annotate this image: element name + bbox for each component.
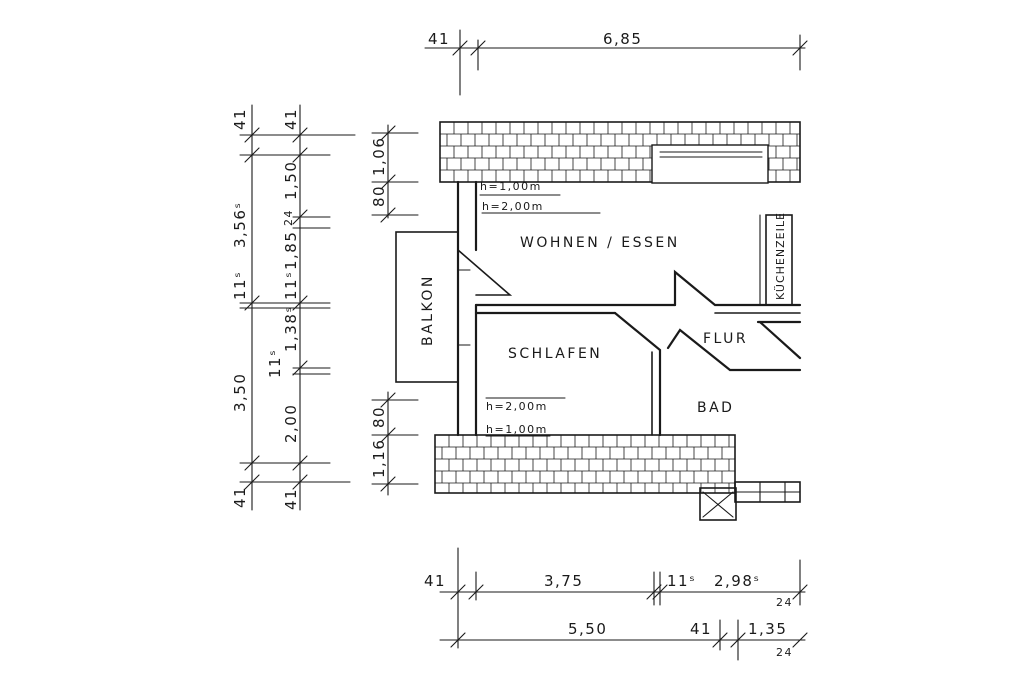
inner-dim-200: 2,00	[282, 404, 300, 443]
bottom-dim-298: 2,98ˢ	[714, 572, 761, 590]
wall-height-dims: 1,06 80 80 1,16	[370, 124, 419, 496]
height-note-lower-1: h=2,00m	[486, 400, 548, 413]
inner-dim-138: 1,38ˢ	[282, 306, 300, 353]
wall-dim-80-top: 80	[370, 185, 388, 207]
left-dim-41-bottom: 41	[231, 486, 249, 508]
room-labels: WOHNEN / ESSEN SCHLAFEN BAD FLUR BALKON …	[420, 212, 787, 416]
inner-dim-150: 1,50	[282, 161, 300, 200]
bottom-dim-135: 1,35	[748, 620, 787, 638]
room-label-kueche: KÜCHENZEILE	[774, 212, 787, 300]
wall-dim-80-bottom: 80	[370, 406, 388, 428]
height-note-upper-1: h=1,00m	[480, 180, 542, 193]
inner-dim-11-a: 11ˢ	[282, 271, 300, 300]
bottom-dimension-chains: 41 3,75 11ˢ 2,98ˢ 24 5,50 41 1,35 24	[424, 547, 808, 661]
top-dim-41: 41	[428, 30, 450, 48]
inner-dim-11-b: 11ˢ	[266, 349, 284, 378]
wall-dim-116: 1,16	[370, 439, 388, 478]
bottom-dim-550: 5,50	[568, 620, 607, 638]
bottom-dim-41: 41	[424, 572, 446, 590]
inner-dim-41-top: 41	[282, 108, 300, 130]
room-label-wohnen: WOHNEN / ESSEN	[520, 235, 680, 251]
inner-dim-24: 24	[282, 209, 295, 226]
bottom-dim-24-b: 24	[776, 646, 793, 659]
height-note-lower-2: h=1,00m	[486, 423, 548, 436]
balcony	[395, 231, 471, 383]
left-dim-350: 3,50	[231, 373, 249, 412]
inner-dim-185: 1,85	[282, 231, 300, 270]
height-note-upper-2: h=2,00m	[482, 200, 544, 213]
left-dim-356: 3,56ˢ	[231, 202, 249, 249]
bottom-dim-41-b: 41	[690, 620, 712, 638]
room-label-balkon: BALKON	[420, 274, 436, 346]
room-label-schlafen: SCHLAFEN	[508, 346, 602, 362]
roof-tiles-top	[439, 121, 801, 184]
bottom-dim-375: 3,75	[544, 572, 583, 590]
room-label-bad: BAD	[697, 400, 734, 416]
top-dimension-chain: 41 6,85	[424, 29, 808, 96]
left-dim-11-a: 11ˢ	[231, 271, 249, 300]
walls	[456, 180, 802, 437]
wall-dim-106: 1,06	[370, 137, 388, 176]
left-dim-41-top: 41	[231, 108, 249, 130]
height-notes: h=1,00m h=2,00m h=2,00m h=1,00m	[479, 180, 601, 437]
left-dimension-chains: 41 3,56ˢ 11ˢ 3,50 41 41 1,50 24 1,85 11ˢ…	[231, 104, 356, 511]
bottom-dim-11: 11ˢ	[667, 572, 696, 590]
inner-dim-41-bottom: 41	[282, 488, 300, 510]
top-dim-685: 6,85	[603, 30, 642, 48]
bottom-dim-24-a: 24	[776, 596, 793, 609]
roof-tiles-bottom	[434, 434, 801, 521]
room-label-flur: FLUR	[703, 331, 748, 347]
